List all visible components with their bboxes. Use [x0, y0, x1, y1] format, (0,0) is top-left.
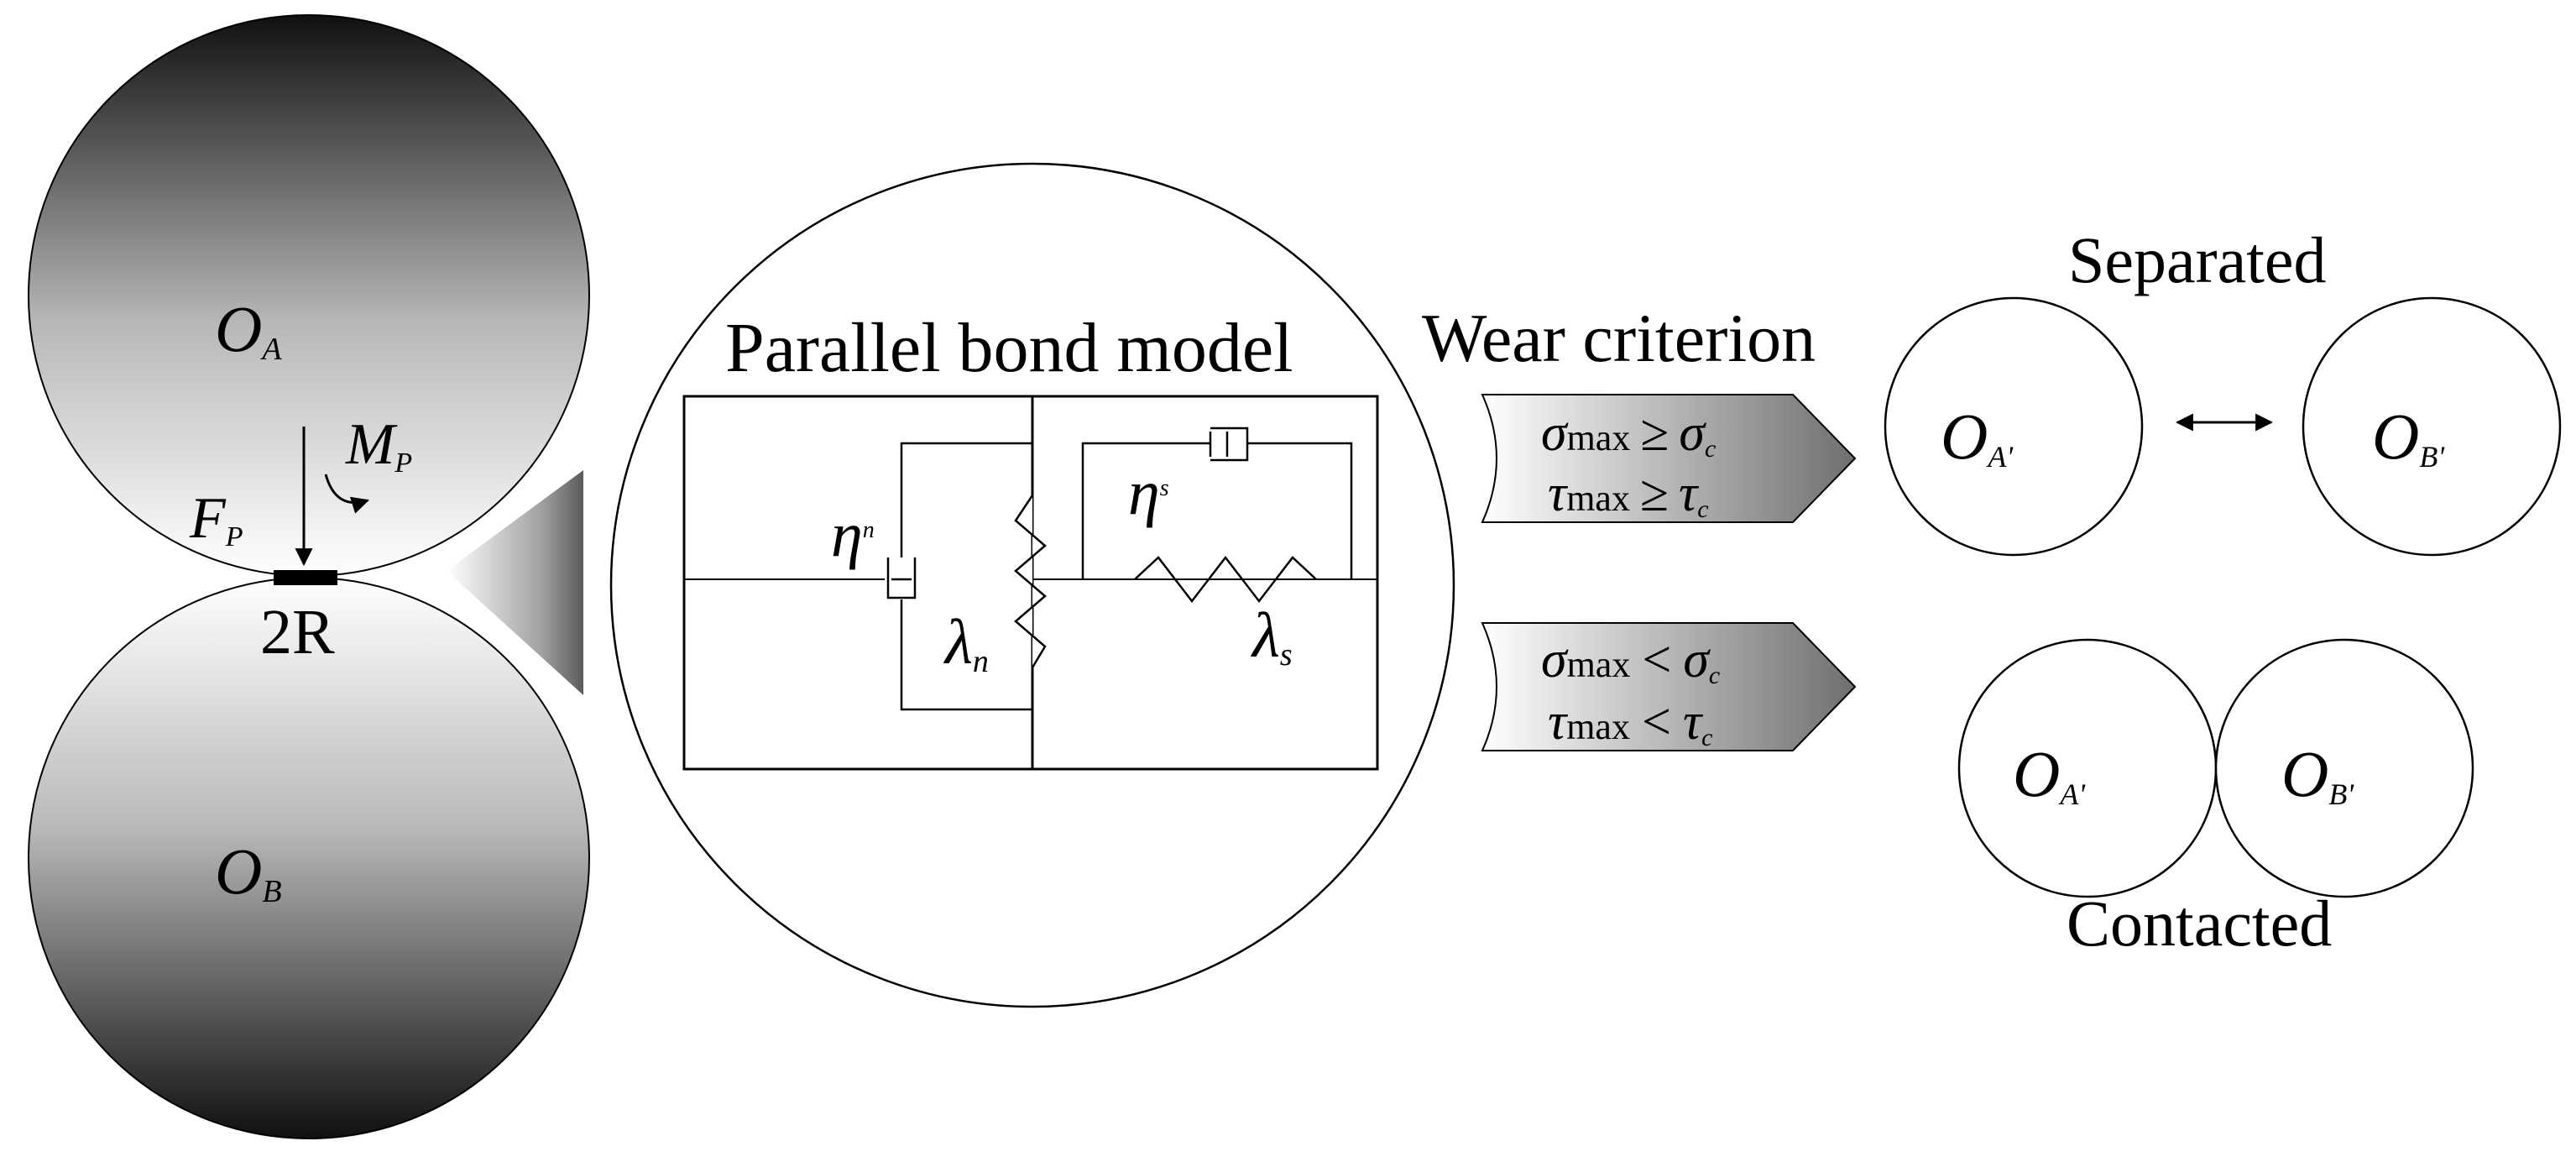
contacted-a-sub: A' — [2058, 777, 2086, 811]
criterion-lower-tau: τmax<τc — [1548, 694, 1712, 751]
contacted-particle-b-label: OB' — [2281, 737, 2354, 811]
zoom-cone — [447, 470, 583, 695]
moment-arrow — [324, 474, 370, 514]
force-label-sub: P — [225, 521, 243, 552]
lambda-n-label: λn — [943, 607, 989, 679]
shear-spring — [1134, 555, 1317, 604]
contacted-b-sub: B' — [2328, 777, 2354, 811]
lambda-s-label: λs — [1251, 600, 1293, 673]
force-label: FP — [189, 486, 243, 552]
bond-model-title: Parallel bond model — [725, 309, 1293, 387]
contacted-particle-b — [2214, 638, 2474, 898]
lambda-n-sub: n — [973, 644, 989, 679]
normal-spring — [1014, 495, 1047, 668]
separated-particle-b-label: OB' — [2372, 400, 2445, 474]
contacted-label: Contacted — [2067, 887, 2332, 960]
upper-particle-label: OA — [215, 292, 282, 367]
eta-s-label: ηs — [1128, 458, 1169, 528]
contacted-particle-a — [1957, 638, 2218, 898]
separated-particle-a — [1884, 296, 2144, 557]
wear-criterion-title: Wear criterion — [1422, 300, 1816, 376]
model-frame — [682, 395, 1379, 771]
criterion-lower-sigma: σmax<σc — [1541, 631, 1720, 689]
separated-label: Separated — [2068, 223, 2327, 296]
lower-particle-sub: B — [262, 874, 281, 909]
wear-criterion: Wear criterion σmax≥σc τmax≥τc σmax<σc τ… — [1422, 300, 1857, 751]
criterion-upper-max: max — [1567, 417, 1631, 458]
criterion-upper-sigma: σmax≥σc — [1541, 405, 1716, 463]
separated-b-sub: B' — [2419, 440, 2445, 474]
lambda-s-sub: s — [1280, 637, 1293, 673]
eta-n-label: ηn — [831, 500, 875, 570]
eta-s-sub: s — [1160, 475, 1169, 501]
criterion-lower-c: c — [1709, 662, 1720, 689]
upper-particle — [28, 14, 590, 577]
separated-a-sub: A' — [1986, 440, 2014, 474]
criterion-upper-c: c — [1705, 435, 1716, 463]
lower-particle-label: OB — [215, 835, 282, 909]
bond-width-label: 2R — [260, 597, 335, 667]
separated-particle-a-label: OA' — [1941, 400, 2014, 474]
criterion-arrow-lower — [1481, 622, 1857, 751]
criterion-upper-tau: τmax≥τc — [1548, 465, 1709, 523]
criterion-lower-max: max — [1567, 644, 1631, 685]
outcome-contacted: OA' OB' Contacted — [1957, 638, 2474, 960]
moment-label: MP — [345, 412, 412, 479]
particle-pair: OA OB FP MP 2R — [28, 14, 590, 1139]
bond-contact-bar — [274, 570, 337, 585]
eta-n-sub: n — [863, 517, 875, 543]
normal-dashpot — [885, 557, 918, 599]
criterion-arrow-upper — [1481, 394, 1857, 523]
outcome-separated: Separated OA' OB' — [1884, 223, 2562, 557]
shear-dashpot — [1209, 427, 1249, 462]
moment-label-sub: P — [394, 448, 412, 479]
bond-model-panel: Parallel bond model ηn λn ηs λs — [609, 162, 1455, 1008]
upper-particle-sub: A — [259, 332, 282, 367]
contacted-particle-a-label: OA' — [2013, 737, 2086, 811]
separated-particle-b — [2302, 296, 2562, 557]
shear-dashpot-frame — [1081, 442, 1353, 579]
